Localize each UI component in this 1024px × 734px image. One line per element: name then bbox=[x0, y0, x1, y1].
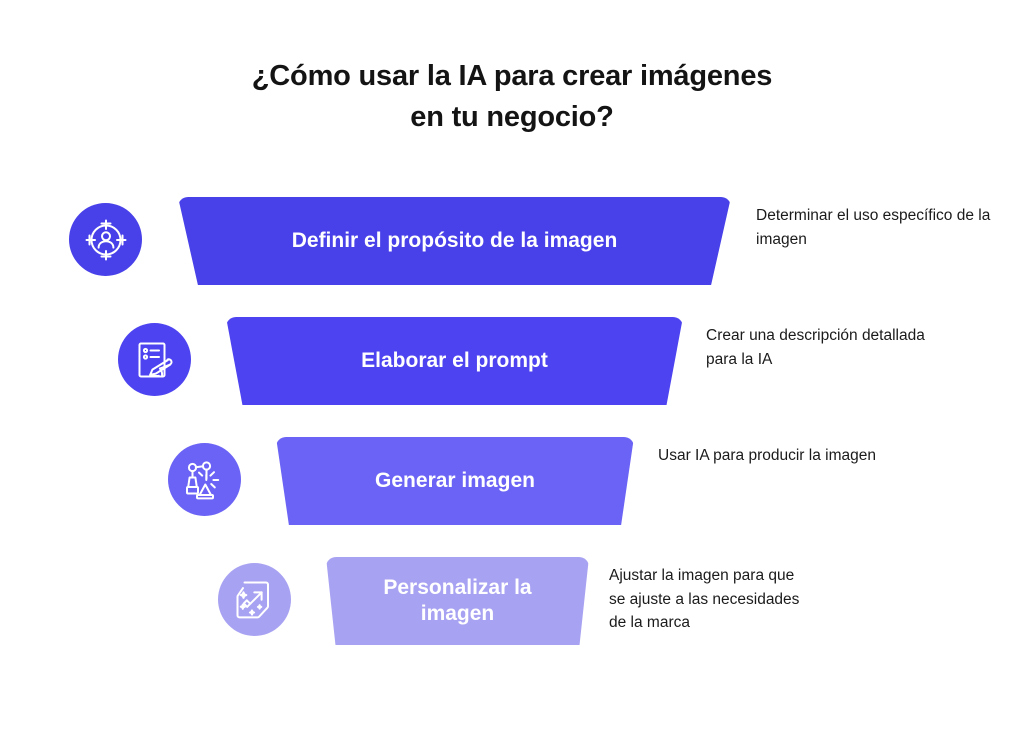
target-person-icon-badge bbox=[69, 203, 142, 276]
step-description-4: Ajustar la imagen para que se ajuste a l… bbox=[609, 567, 800, 632]
robot-arm-icon-badge bbox=[168, 443, 241, 516]
funnel-label-4: Personalizar la imagen bbox=[383, 575, 532, 625]
step-description-2: Crear una descripción detallada para la … bbox=[706, 327, 925, 368]
step-description-3: Usar IA para producir la imagen bbox=[658, 447, 876, 464]
page-title: ¿Cómo usar la IA para crear imágenes en … bbox=[0, 56, 1024, 138]
funnel-bar-3[interactable]: Generar imagen bbox=[276, 437, 634, 525]
funnel-bar-2[interactable]: Elaborar el prompt bbox=[226, 317, 683, 405]
checklist-hand-pen-icon-badge bbox=[118, 323, 191, 396]
step-description-1: Determinar el uso específico de la image… bbox=[756, 207, 991, 248]
robot-arm-icon bbox=[183, 458, 227, 502]
funnel-label-1: Definir el propósito de la imagen bbox=[291, 228, 618, 252]
magic-image-arrow-icon bbox=[233, 578, 277, 622]
funnel-bar-4[interactable]: Personalizar la imagen bbox=[326, 557, 589, 645]
checklist-hand-pen-icon bbox=[133, 338, 177, 382]
funnel-label-3: Generar imagen bbox=[375, 468, 535, 492]
page-title-line-1: ¿Cómo usar la IA para crear imágenes bbox=[251, 60, 773, 92]
page-title-line-2: en tu negocio? bbox=[410, 101, 614, 134]
funnel-bar-1[interactable]: Definir el propósito de la imagen bbox=[178, 197, 731, 285]
target-person-icon bbox=[84, 218, 128, 262]
funnel-label-2: Elaborar el prompt bbox=[361, 348, 548, 372]
magic-image-arrow-icon-badge bbox=[218, 563, 291, 636]
